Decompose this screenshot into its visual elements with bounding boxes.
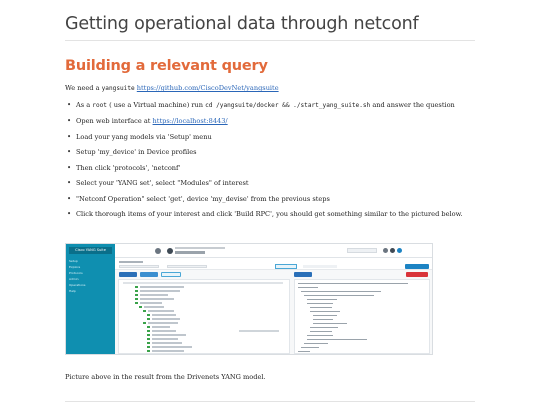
caption: Picture above in the result from the Dri… bbox=[65, 373, 266, 381]
yangsuite-screenshot: Cisco YANG Suite Setup Explore Protocols… bbox=[65, 243, 433, 355]
intro-prefix: We need a bbox=[65, 84, 102, 92]
list-item: Setup 'my_device' in Device profiles bbox=[65, 148, 475, 157]
toolbar-select bbox=[119, 265, 159, 268]
step-code: cd /yangsuite/docker && ./start_yang_sui… bbox=[205, 102, 371, 109]
screenshot-app-title: Cisco YANG Suite bbox=[69, 247, 112, 254]
section-title: Building a relevant query bbox=[65, 58, 268, 74]
screenshot-sidebar-item: Setup bbox=[69, 259, 78, 263]
screenshot-tree-pane bbox=[118, 279, 290, 354]
screenshot-sidebar-item: Help bbox=[69, 289, 76, 293]
screenshot-button bbox=[406, 272, 428, 277]
step-code: root bbox=[92, 102, 107, 109]
header-circle-icon bbox=[397, 248, 402, 253]
list-item: As a root ( use a Virtual machine) run c… bbox=[65, 101, 460, 110]
step-text: ( use a Virtual machine) run bbox=[106, 101, 206, 109]
toolbar-label bbox=[119, 261, 143, 263]
steps-list: As a root ( use a Virtual machine) run c… bbox=[65, 101, 475, 226]
bottom-divider bbox=[65, 401, 475, 402]
toolbar-select bbox=[167, 265, 207, 268]
header-text-line bbox=[175, 251, 205, 254]
list-item: Select your 'YANG set', select "Modules"… bbox=[65, 179, 475, 188]
list-item: Click thorough items of your interest an… bbox=[65, 210, 475, 219]
header-circle-icon bbox=[155, 248, 161, 254]
intro-code: yangsuite bbox=[101, 85, 135, 92]
yangsuite-link[interactable]: https://github.com/CiscoDevNet/yangsuite bbox=[136, 84, 279, 92]
screenshot-sidebar-item: Operations bbox=[69, 283, 86, 287]
screenshot-button bbox=[119, 272, 137, 277]
step-text: Setup 'my_device' in Device profiles bbox=[76, 148, 197, 156]
toolbar-button bbox=[405, 264, 429, 269]
step-text: Click thorough items of your interest an… bbox=[76, 210, 463, 218]
toolbar-select bbox=[303, 265, 337, 268]
page-title: Getting operational data through netconf bbox=[65, 14, 419, 34]
screenshot-sidebar-item: Admin bbox=[69, 277, 79, 281]
list-item: Load your yang models via 'Setup' menu bbox=[65, 133, 475, 142]
intro-paragraph: We need a yangsuite https://github.com/C… bbox=[65, 84, 279, 93]
screenshot-rpc-pane bbox=[294, 279, 430, 354]
screenshot-button bbox=[140, 272, 158, 277]
step-text: Open web interface at bbox=[76, 117, 153, 125]
screenshot-sidebar: Cisco YANG Suite Setup Explore Protocols… bbox=[66, 244, 115, 354]
header-circle-icon bbox=[167, 248, 173, 254]
title-divider bbox=[65, 40, 475, 41]
list-item: Then click 'protocols', 'netconf' bbox=[65, 164, 475, 173]
localhost-link[interactable]: https://localhost:8443/ bbox=[152, 117, 228, 125]
header-search bbox=[347, 248, 377, 253]
screenshot-button bbox=[294, 272, 312, 277]
step-text: Then click 'protocols', 'netconf' bbox=[76, 163, 181, 172]
header-circle-icon bbox=[383, 248, 388, 253]
step-text: Load your yang models via 'Setup' menu bbox=[76, 132, 212, 141]
step-text: "Netconf Operation" select 'get', device… bbox=[76, 194, 330, 203]
step-text: and answer the question bbox=[370, 101, 455, 109]
screenshot-button bbox=[161, 272, 181, 277]
list-item: Open web interface at https://localhost:… bbox=[65, 117, 475, 126]
step-text: As a bbox=[76, 101, 93, 109]
screenshot-sidebar-item: Explore bbox=[69, 265, 81, 269]
toolbar-button bbox=[275, 264, 297, 269]
screenshot-sidebar-item: Protocols bbox=[69, 271, 83, 275]
header-text-line bbox=[175, 247, 225, 249]
step-text: Select your 'YANG set', select "Modules"… bbox=[76, 179, 249, 187]
screenshot-toolbar bbox=[115, 258, 432, 270]
screenshot-header bbox=[115, 244, 432, 258]
list-item: "Netconf Operation" select 'get', device… bbox=[65, 195, 475, 204]
header-circle-icon bbox=[390, 248, 395, 253]
